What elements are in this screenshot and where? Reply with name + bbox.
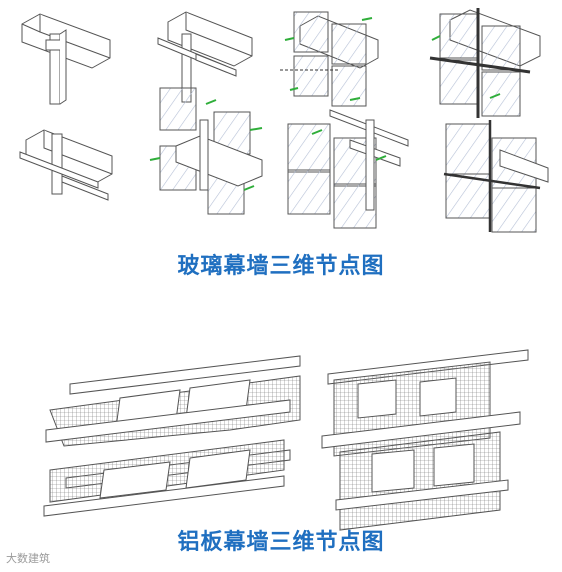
glass-step-2	[157, 11, 253, 103]
glass-step-1	[21, 13, 111, 105]
watermark-logo: 大数建筑	[6, 550, 50, 566]
glass-step-8	[443, 120, 549, 233]
glass-step-7	[287, 109, 409, 229]
watermark-text: 大数建筑	[6, 552, 50, 565]
glass-step-4	[429, 8, 541, 118]
glass-step-6	[149, 87, 263, 215]
aluminum-section-title: 铝板幕墙三维节点图	[177, 530, 385, 555]
glass-section-title: 玻璃幕墙三维节点图	[177, 254, 385, 279]
aluminum-right-assembly	[321, 349, 529, 531]
glass-step-5	[19, 129, 113, 201]
glass-step-3	[280, 11, 379, 107]
aluminum-left-assembly	[43, 355, 301, 517]
